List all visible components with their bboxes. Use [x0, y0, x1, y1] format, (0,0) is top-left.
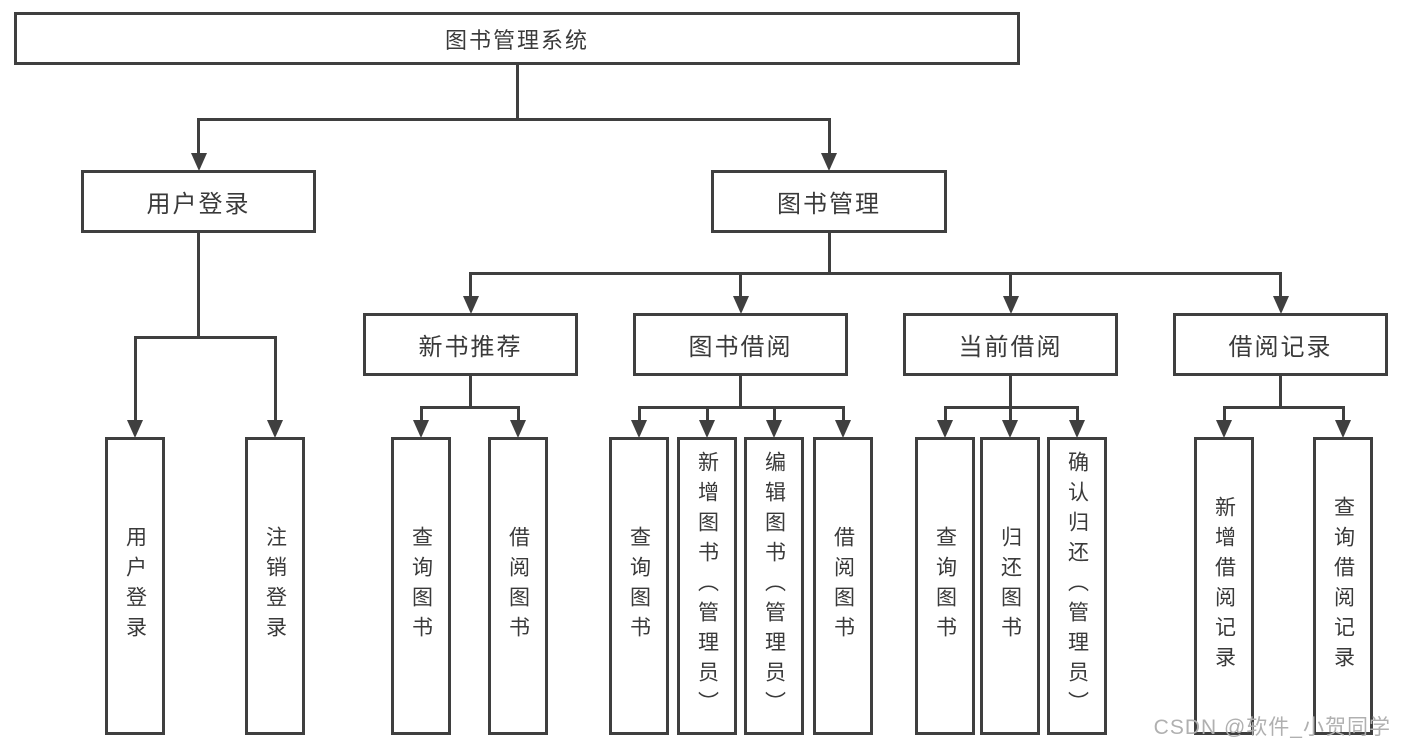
- connector-line: [1009, 374, 1012, 409]
- connector-line: [637, 406, 641, 425]
- node-borrow-record: 借阅记录: [1173, 313, 1388, 376]
- connector-line: [419, 406, 520, 409]
- node-label: 归还图书: [998, 526, 1022, 646]
- connector-line: [1341, 406, 1345, 425]
- connector-line: [469, 374, 472, 409]
- node-label: 当前借阅: [958, 334, 1063, 361]
- node-label: 图书管理系统: [444, 27, 589, 53]
- arrow-down-icon: [1216, 420, 1232, 438]
- arrow-down-icon: [267, 420, 283, 438]
- node-label: 查询图书: [627, 526, 651, 646]
- node-book-borrow: 图书借阅: [633, 313, 848, 376]
- connector-line: [197, 118, 831, 121]
- node-label: 新增借阅记录: [1212, 496, 1236, 676]
- node-label: 图书借阅: [688, 334, 793, 361]
- node-v-user-login: 用户登录: [105, 437, 165, 735]
- arrow-down-icon: [766, 420, 782, 438]
- node-v-query-borrow-record: 查询借阅记录: [1313, 437, 1373, 735]
- node-v-add-book: 新增图书（管理员）: [677, 437, 737, 735]
- connector-line: [516, 406, 520, 425]
- connector-line: [739, 272, 742, 301]
- node-user-login: 用户登录: [81, 170, 316, 233]
- connector-line: [772, 406, 776, 425]
- arrow-down-icon: [190, 153, 207, 171]
- connector-line: [515, 63, 519, 121]
- connector-line: [469, 272, 472, 301]
- arrow-down-icon: [821, 153, 837, 171]
- node-v-borrow-book-1: 借阅图书: [488, 437, 548, 735]
- node-label: 查询图书: [933, 526, 957, 646]
- connector-line: [197, 231, 200, 339]
- node-v-edit-book: 编辑图书（管理员）: [744, 437, 804, 735]
- connector-line: [841, 406, 845, 425]
- watermark: CSDN @软件_小贺同学: [1153, 716, 1391, 739]
- connector-line: [133, 336, 277, 339]
- arrow-down-icon: [510, 420, 526, 438]
- connector-line: [1279, 374, 1282, 409]
- connector-line: [1008, 406, 1012, 425]
- node-v-query-book-1: 查询图书: [391, 437, 451, 735]
- arrow-down-icon: [1069, 420, 1085, 438]
- node-v-query-book-3: 查询图书: [915, 437, 975, 735]
- node-label: 新增图书（管理员）: [695, 451, 719, 721]
- node-label: 用户登录: [146, 191, 251, 218]
- connector-line: [1075, 406, 1079, 425]
- connector-line: [739, 374, 742, 409]
- connector-line: [133, 336, 137, 425]
- connector-line: [637, 406, 845, 409]
- arrow-down-icon: [1335, 420, 1351, 438]
- node-label: 借阅图书: [831, 526, 855, 646]
- node-label: 查询图书: [409, 526, 433, 646]
- node-label: 新书推荐: [418, 334, 523, 361]
- node-label: 借阅记录: [1228, 334, 1333, 361]
- connector-line: [1279, 272, 1282, 301]
- node-label: 用户登录: [123, 526, 147, 646]
- node-v-confirm-return: 确认归还（管理员）: [1047, 437, 1107, 735]
- connector-line: [1222, 406, 1226, 425]
- node-book-mgmt: 图书管理: [711, 170, 947, 233]
- connector-line: [1222, 406, 1345, 409]
- connector-line: [419, 406, 423, 425]
- arrow-down-icon: [732, 296, 749, 314]
- connector-line: [827, 118, 831, 158]
- node-label: 编辑图书（管理员）: [762, 451, 786, 721]
- arrow-down-icon: [1002, 296, 1019, 314]
- arrow-down-icon: [1002, 420, 1018, 438]
- node-v-borrow-book-2: 借阅图书: [813, 437, 873, 735]
- node-label: 确认归还（管理员）: [1065, 451, 1089, 721]
- arrow-down-icon: [462, 296, 479, 314]
- node-v-logout: 注销登录: [245, 437, 305, 735]
- connector-line: [273, 336, 277, 425]
- connector-line: [469, 272, 1282, 275]
- connector-line: [827, 231, 831, 275]
- arrow-down-icon: [631, 420, 647, 438]
- connector-line: [705, 406, 709, 425]
- node-new-book-rec: 新书推荐: [363, 313, 578, 376]
- connector-line: [197, 118, 200, 158]
- arrow-down-icon: [127, 420, 143, 438]
- arrow-down-icon: [937, 420, 953, 438]
- arrow-down-icon: [1272, 296, 1289, 314]
- arrow-down-icon: [699, 420, 715, 438]
- node-v-return-book: 归还图书: [980, 437, 1040, 735]
- node-label: 注销登录: [263, 526, 287, 646]
- node-label: 借阅图书: [506, 526, 530, 646]
- node-label: 查询借阅记录: [1331, 496, 1355, 676]
- connector-line: [1009, 272, 1012, 301]
- node-root: 图书管理系统: [14, 12, 1020, 65]
- arrow-down-icon: [835, 420, 851, 438]
- node-v-query-book-2: 查询图书: [609, 437, 669, 735]
- arrow-down-icon: [413, 420, 429, 438]
- node-v-add-borrow-record: 新增借阅记录: [1194, 437, 1254, 735]
- node-current-borrow: 当前借阅: [903, 313, 1118, 376]
- node-label: 图书管理: [777, 191, 881, 218]
- connector-line: [943, 406, 947, 425]
